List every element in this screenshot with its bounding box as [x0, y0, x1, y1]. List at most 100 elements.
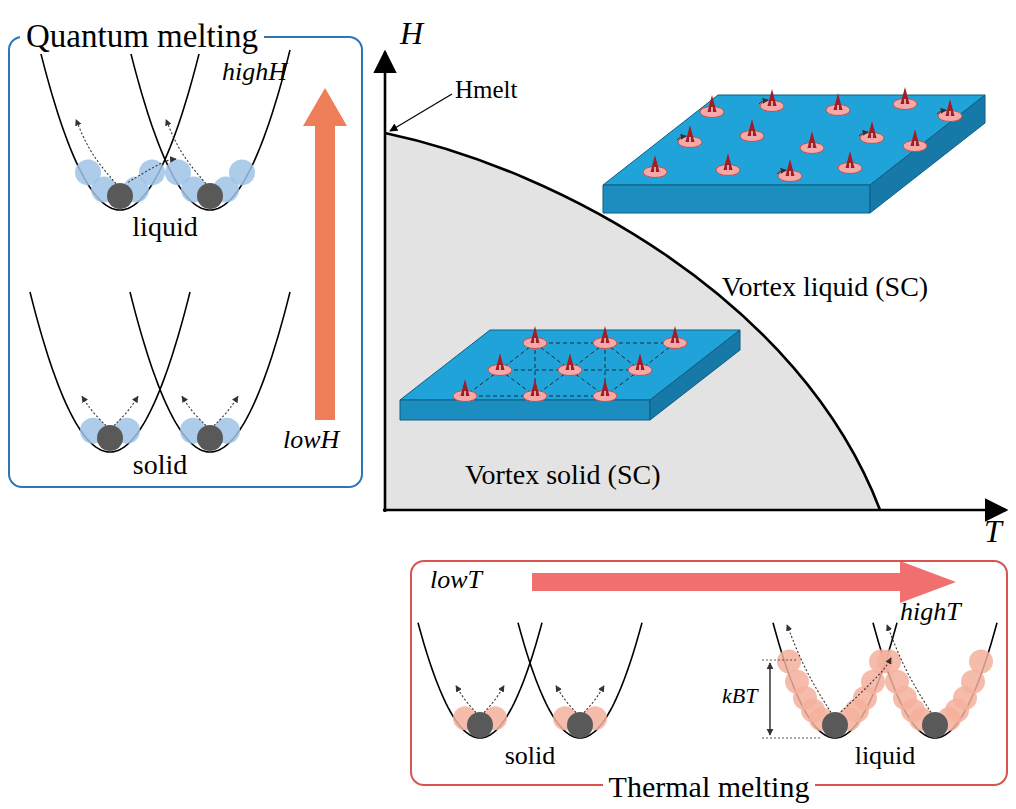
- vortex: [826, 93, 850, 116]
- temperature-level: lowT: [430, 566, 482, 595]
- slab-side: [650, 330, 740, 420]
- motion-path: [456, 686, 476, 713]
- phase-label: Vortex solid (SC): [465, 460, 661, 491]
- vortex-arrow: [901, 87, 910, 104]
- axis-label: H: [400, 16, 423, 51]
- vortex: [700, 95, 724, 118]
- vortex-core: [558, 365, 582, 376]
- motion-path: [887, 625, 931, 713]
- slab-front: [603, 185, 870, 213]
- vortex-core: [938, 111, 962, 122]
- vortex-arrow: [834, 93, 843, 110]
- vortex-stem: [837, 105, 838, 110]
- vortex-arrow: [636, 353, 645, 370]
- vortex-stem: [689, 137, 690, 142]
- quantum-melting-panel: Quantum melting: [8, 36, 363, 488]
- thermal-melting-panel: Thermal melting: [410, 560, 1008, 786]
- vortex-arrow: [708, 95, 717, 112]
- vortex-stem: [751, 131, 752, 136]
- motion-path: [841, 658, 891, 712]
- vortex-stem: [639, 365, 640, 370]
- vortex-arrow: [748, 119, 757, 136]
- vortex: [558, 353, 582, 376]
- wavepacket: [229, 159, 255, 185]
- vortex-arrow: [651, 155, 660, 172]
- vortex-core: [643, 167, 667, 178]
- vortex-arrow: [768, 89, 777, 106]
- state-label: liquid: [855, 742, 916, 771]
- vortex-core: [903, 141, 927, 152]
- phase-label: Vortex liquid (SC): [720, 272, 930, 303]
- axis-label: T: [984, 514, 1002, 549]
- particle: [822, 712, 848, 738]
- vortex: [523, 326, 547, 349]
- vortex-stem: [871, 133, 872, 138]
- motion-path: [128, 159, 176, 182]
- vortex-core: [523, 338, 547, 349]
- vortex: [838, 151, 862, 174]
- panel-heading: Thermal melting: [603, 770, 816, 803]
- particle: [97, 425, 123, 451]
- vortex-arrow: [686, 125, 695, 142]
- thermal-liquid-wells: [762, 623, 997, 738]
- motion-path: [214, 396, 238, 425]
- vortex: [937, 99, 962, 122]
- vortex: [759, 89, 784, 112]
- potential-well: [873, 623, 997, 738]
- vortex-core: [716, 165, 740, 176]
- vortex-stem: [811, 143, 812, 148]
- field-arrow: [303, 88, 347, 420]
- t-axis: [383, 509, 1006, 512]
- arrow-shaft: [532, 573, 902, 591]
- vortex-liquid-slab: [603, 87, 985, 213]
- particle: [922, 712, 948, 738]
- vortex: [740, 119, 764, 142]
- vortex-stem: [914, 141, 915, 146]
- potential-well: [518, 623, 642, 738]
- phase-diagram: [383, 52, 1006, 512]
- thermal-solid-wells: [418, 623, 642, 738]
- vortex-stem: [654, 167, 655, 172]
- wavepacket: [139, 159, 165, 185]
- arrow-head: [303, 88, 347, 126]
- vortex-arrow: [808, 131, 817, 148]
- vortex-arrow: [601, 326, 610, 343]
- quantum-solid-wells: [30, 292, 290, 452]
- vortex-stem: [849, 163, 850, 168]
- motion-path: [484, 686, 504, 713]
- vortex-stem: [711, 107, 712, 112]
- vortex-core: [778, 171, 802, 182]
- vortex: [893, 87, 917, 110]
- wavepacket: [969, 650, 993, 674]
- vortex: [859, 121, 884, 144]
- vortex-swirl: [777, 170, 786, 174]
- vortex-core: [488, 365, 512, 376]
- vortex-core: [740, 131, 764, 142]
- vortex-stem: [789, 171, 790, 176]
- field-marker: Hmelt: [455, 76, 518, 104]
- energy-guide: [762, 738, 820, 739]
- motion-path: [182, 396, 206, 425]
- vortex: [593, 326, 617, 349]
- vortex-stem: [534, 338, 535, 343]
- vortex-stem: [569, 365, 570, 370]
- vortex-stem: [904, 99, 905, 104]
- vortex-core: [453, 391, 477, 402]
- vortex-swirl: [859, 132, 868, 136]
- vortex: [628, 353, 652, 376]
- vortex: [488, 353, 512, 376]
- vortex-arrow: [601, 379, 610, 396]
- potential-well: [130, 292, 290, 452]
- vortex: [663, 326, 687, 349]
- vortex-swirl: [937, 110, 946, 114]
- potential-well: [40, 50, 200, 210]
- vortex-arrow: [724, 153, 733, 170]
- vortex-core: [678, 137, 702, 148]
- slab-front: [400, 400, 650, 420]
- temperature-level: highT: [900, 598, 961, 627]
- motion-path: [114, 396, 138, 425]
- vortex: [643, 155, 667, 178]
- vortex-core: [593, 391, 617, 402]
